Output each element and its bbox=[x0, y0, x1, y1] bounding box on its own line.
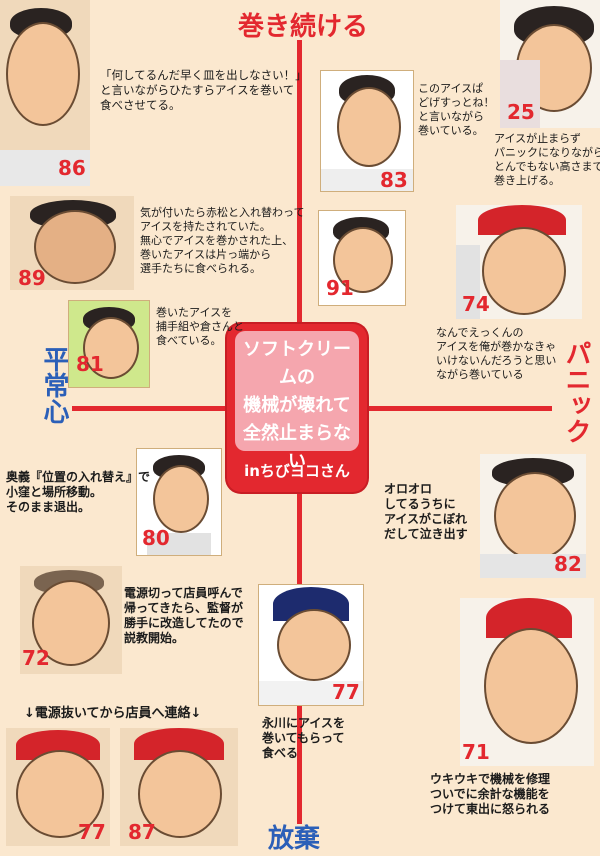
panel-number-71: 71 bbox=[462, 740, 490, 764]
center-title-line3: 全然止まらない bbox=[243, 423, 351, 472]
character-panel-25 bbox=[500, 0, 600, 128]
character-panel-80 bbox=[136, 448, 222, 556]
center-title-inner bbox=[235, 331, 359, 451]
center-title: ソフトクリームの 機械が壊れて 全然止まらない bbox=[235, 336, 359, 476]
axis-label-top: 巻き続ける bbox=[238, 12, 369, 42]
panel-number-25: 25 bbox=[507, 100, 535, 124]
caption-83: このアイスぱ どげすっとね！ と言いながら 巻いている。 bbox=[418, 82, 495, 137]
caption-81: 巻いたアイスを 捕手組や倉さんと 食べている。 bbox=[156, 306, 244, 347]
character-panel-89 bbox=[10, 196, 134, 290]
panel-number-82: 82 bbox=[554, 552, 582, 576]
caption-82: オロオロ してるうちに アイスがこぼれ だして泣き出す bbox=[384, 482, 468, 541]
character-panel-87 bbox=[120, 728, 238, 846]
caption-80: 奥義『位置の入れ替え』で 小窪と場所移動。 そのまま退出。 bbox=[6, 470, 151, 514]
axis-label-right: パニック bbox=[561, 340, 591, 444]
panel-number-89: 89 bbox=[18, 266, 46, 290]
center-title-line2: 機械が壊れて bbox=[243, 395, 351, 416]
character-panel-82 bbox=[480, 454, 586, 578]
footer-note: ↓電源抜いてから店員へ連絡↓ bbox=[24, 706, 202, 721]
axis-label-left: 平常心 bbox=[39, 346, 69, 424]
caption-89: 気が付いたら赤松と入れ替わって アイスを持たされていた。 無心でアイスを巻かされ… bbox=[140, 206, 305, 275]
panel-number-77-bottom: 77 bbox=[78, 820, 106, 844]
caption-72: 電源切って店員呼んで 帰ってきたら、監督が 勝手に改造してたので 説教開始。 bbox=[124, 586, 244, 645]
character-panel-83 bbox=[320, 70, 414, 192]
panel-number-72: 72 bbox=[22, 646, 50, 670]
panel-number-74: 74 bbox=[462, 292, 490, 316]
character-panel-74 bbox=[456, 205, 582, 319]
panel-number-86: 86 bbox=[58, 156, 86, 180]
panel-number-81: 81 bbox=[76, 352, 104, 376]
character-panel-91 bbox=[318, 210, 406, 306]
panel-number-87: 87 bbox=[128, 820, 156, 844]
character-panel-77-center bbox=[258, 584, 364, 706]
panel-number-80: 80 bbox=[142, 526, 170, 550]
character-panel-86 bbox=[0, 0, 90, 186]
panel-number-83: 83 bbox=[380, 168, 408, 192]
caption-86: 「何してるんだ早く皿を出しなさい！」 と言いながらひたすらアイスを巻いて 食べさ… bbox=[100, 68, 307, 112]
panel-number-91: 91 bbox=[326, 276, 354, 300]
panel-number-77-center: 77 bbox=[332, 680, 360, 704]
character-panel-72 bbox=[20, 566, 122, 674]
character-panel-71 bbox=[460, 598, 594, 766]
character-panel-77-bottom bbox=[6, 728, 110, 846]
center-subtitle: inちびヨコさん bbox=[244, 462, 350, 480]
caption-25: アイスが止まらず パニックになりながら とんでもない高さまで 巻き上げる。 bbox=[494, 132, 600, 187]
caption-77-center: 永川にアイスを 巻いてもらって 食べる bbox=[262, 716, 346, 760]
caption-74: なんでえっくんの アイスを俺が巻かなきゃ いけないんだろうと思い ながら巻いてい… bbox=[436, 326, 557, 381]
character-panel-81 bbox=[68, 300, 150, 388]
axis-label-bottom: 放棄 bbox=[268, 824, 321, 854]
center-title-line1: ソフトクリームの bbox=[243, 339, 351, 388]
caption-71: ウキウキで機械を修理 ついでに余計な機能を つけて東出に怒られる bbox=[430, 772, 551, 816]
